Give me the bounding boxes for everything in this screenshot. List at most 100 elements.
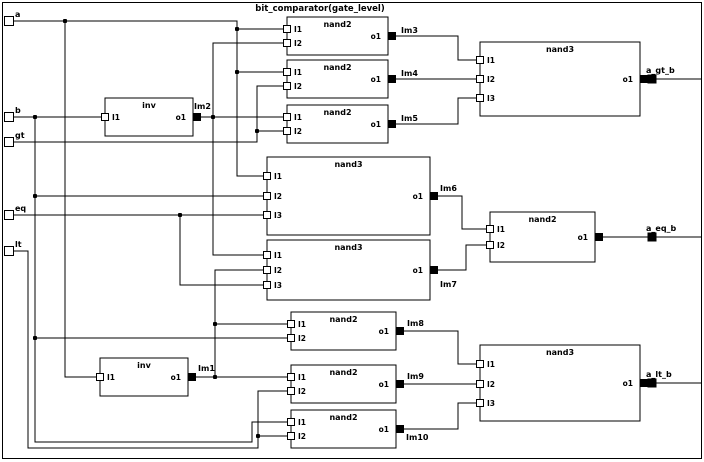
- port-square[interactable]: [647, 74, 657, 84]
- pin-label: I1: [112, 113, 120, 122]
- input-pin[interactable]: [476, 56, 484, 64]
- input-pin[interactable]: [263, 266, 271, 274]
- input-pin[interactable]: [283, 39, 291, 47]
- input-pin[interactable]: [96, 373, 104, 381]
- output-pin[interactable]: [396, 327, 404, 335]
- gate-nand2-im9[interactable]: nand2 I1 I2 o1 Im9: [287, 364, 425, 404]
- pin-label: I2: [298, 334, 306, 343]
- pin-label: I3: [274, 211, 282, 220]
- gate-nand2-im8[interactable]: nand2 I1 I2 o1 Im8: [287, 311, 425, 351]
- output-pin[interactable]: [640, 379, 648, 387]
- input-pin[interactable]: [476, 380, 484, 388]
- gate-nand2-im5[interactable]: nand2 I1 I2 o1 Im5: [283, 104, 419, 144]
- input-port-eq[interactable]: eq: [4, 204, 27, 220]
- wire-im7: [438, 244, 490, 271]
- output-pin[interactable]: [430, 266, 438, 274]
- gate-box[interactable]: [266, 156, 431, 236]
- input-pin[interactable]: [101, 113, 109, 121]
- wire-eq: [179, 215, 267, 286]
- junction-dot: [32, 193, 38, 199]
- input-pin[interactable]: [263, 211, 271, 219]
- input-pin[interactable]: [287, 418, 295, 426]
- pin-label: I2: [294, 39, 302, 48]
- gate-box[interactable]: [286, 59, 389, 99]
- wire-a: [13, 20, 267, 177]
- output-port-a-gt-b[interactable]: a_gt_b: [646, 66, 675, 84]
- output-pin[interactable]: [430, 192, 438, 200]
- gate-box[interactable]: [104, 97, 194, 137]
- output-port-a-lt-b[interactable]: a_lt_b: [646, 370, 672, 388]
- input-port-gt[interactable]: gt: [4, 131, 25, 147]
- output-pin[interactable]: [640, 75, 648, 83]
- net-eq: [13, 214, 267, 286]
- gate-nand2-im3[interactable]: nand2 I1 I2 o1 Im3: [283, 16, 418, 56]
- pin-label: o1: [379, 380, 389, 389]
- input-pin[interactable]: [283, 113, 291, 121]
- output-port-a-eq-b[interactable]: a_eq_b: [646, 224, 677, 242]
- gate-box[interactable]: [489, 211, 596, 263]
- input-pin[interactable]: [287, 387, 295, 395]
- input-pin[interactable]: [263, 281, 271, 289]
- input-pin[interactable]: [486, 225, 494, 233]
- port-square[interactable]: [4, 210, 14, 220]
- input-port-a[interactable]: a: [4, 10, 21, 26]
- port-square[interactable]: [647, 232, 657, 242]
- gate-box[interactable]: [99, 357, 189, 397]
- gate-box[interactable]: [266, 239, 431, 301]
- gate-nand2-a-eq-b[interactable]: nand2 I1 I2 o1: [486, 211, 604, 263]
- input-pin[interactable]: [283, 82, 291, 90]
- input-pin[interactable]: [287, 334, 295, 342]
- input-pin[interactable]: [476, 360, 484, 368]
- pin-label: o1: [371, 120, 381, 129]
- output-pin[interactable]: [388, 120, 396, 128]
- gate-nand3-a-lt-b[interactable]: nand3 I1 I2 I3 o1: [476, 344, 649, 422]
- port-square[interactable]: [4, 137, 14, 147]
- gate-box[interactable]: [479, 344, 641, 422]
- input-pin[interactable]: [283, 25, 291, 33]
- output-pin[interactable]: [193, 113, 201, 121]
- input-pin[interactable]: [283, 68, 291, 76]
- gate-box[interactable]: [290, 409, 397, 449]
- port-square[interactable]: [4, 16, 14, 26]
- pin-label: I1: [294, 25, 302, 34]
- gate-nand3-im7[interactable]: nand3 I1 I2 I3 o1 Im7: [263, 239, 457, 301]
- output-pin[interactable]: [595, 233, 603, 241]
- port-label: a_eq_b: [646, 224, 677, 233]
- gate-box[interactable]: [290, 311, 397, 351]
- input-pin[interactable]: [283, 127, 291, 135]
- port-square[interactable]: [4, 112, 14, 122]
- input-pin[interactable]: [263, 192, 271, 200]
- gate-inv-top[interactable]: inv I1 o1 Im2: [101, 97, 211, 137]
- input-pin[interactable]: [263, 251, 271, 259]
- pin-label: I1: [487, 56, 495, 65]
- input-pin[interactable]: [476, 94, 484, 102]
- output-pin[interactable]: [388, 75, 396, 83]
- output-pin[interactable]: [396, 425, 404, 433]
- input-pin[interactable]: [476, 399, 484, 407]
- input-pin[interactable]: [476, 75, 484, 83]
- gate-box[interactable]: [286, 16, 389, 56]
- pin-label: I1: [487, 360, 495, 369]
- input-pin[interactable]: [486, 241, 494, 249]
- port-square[interactable]: [4, 246, 14, 256]
- input-pin[interactable]: [287, 373, 295, 381]
- output-pin[interactable]: [396, 380, 404, 388]
- output-pin[interactable]: [188, 373, 196, 381]
- gate-nand2-im4[interactable]: nand2 I1 I2 o1 Im4: [283, 59, 419, 99]
- port-square[interactable]: [647, 378, 657, 388]
- gate-inv-bottom[interactable]: inv I1 o1 Im1: [96, 357, 216, 397]
- input-port-b[interactable]: b: [4, 106, 22, 122]
- gate-nand2-im10[interactable]: nand2 I1 I2 o1 Im10: [287, 409, 429, 449]
- gate-box[interactable]: [290, 364, 397, 404]
- output-pin[interactable]: [388, 32, 396, 40]
- input-port-lt[interactable]: lt: [4, 240, 22, 256]
- junction-dots: [32, 18, 261, 439]
- gate-nand3-a-gt-b[interactable]: nand3 I1 I2 I3 o1: [476, 41, 649, 117]
- input-pin[interactable]: [263, 172, 271, 180]
- gate-box[interactable]: [479, 41, 641, 117]
- input-pin[interactable]: [287, 320, 295, 328]
- port-label: a_lt_b: [646, 370, 672, 379]
- input-pin[interactable]: [287, 432, 295, 440]
- gate-nand3-im6[interactable]: nand3 I1 I2 I3 o1 Im6: [263, 156, 458, 236]
- gate-type-label: nand2: [323, 63, 351, 72]
